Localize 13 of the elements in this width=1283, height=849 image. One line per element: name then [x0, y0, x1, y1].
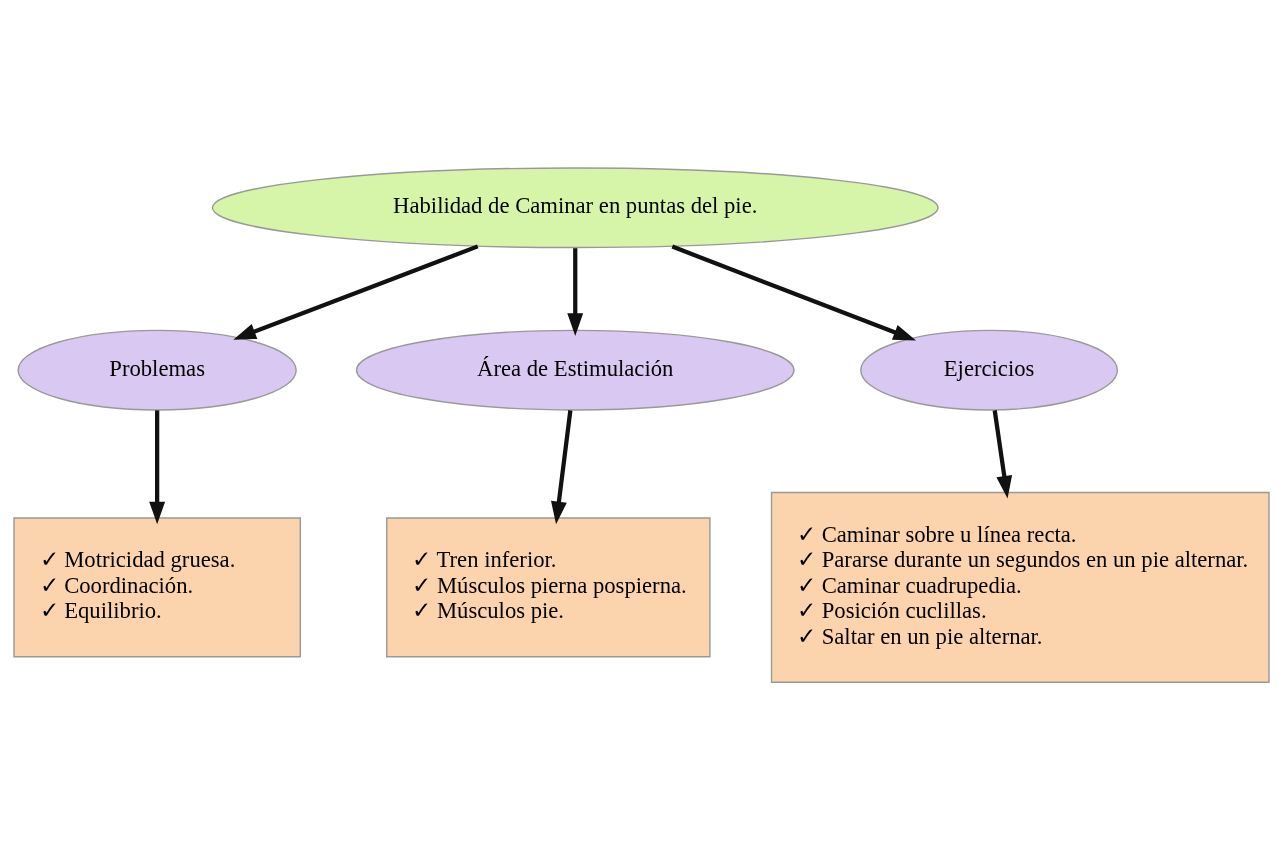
node-ellipse: Habilidad de Caminar en puntas del pie.: [211, 166, 939, 248]
node-ellipse: Problemas: [17, 329, 297, 411]
node-box: ✓ Tren inferior. ✓ Músculos pierna pospierna. ✓ Músculos pie.: [386, 516, 711, 658]
node-box: ✓ Motricidad gruesa. ✓ Coordinación. ✓ Equilibrio.: [13, 516, 301, 658]
arrow: [149, 409, 166, 524]
node-ellipse: Área de Estimulación: [355, 329, 795, 411]
node-box: ✓ Caminar sobre u línea recta. ✓ Pararse durante un segundos en un pie alternar. ✓ Caminar cuadrupedia. ✓ Posición cuclillas. ✓ Saltar en un pie alternar.: [770, 491, 1270, 683]
arrow: [992, 409, 1013, 499]
node-ellipse: Ejercicios: [860, 329, 1119, 411]
arrow: [671, 244, 916, 341]
arrow: [551, 409, 573, 524]
arrow: [567, 247, 584, 336]
arrow: [233, 243, 479, 340]
